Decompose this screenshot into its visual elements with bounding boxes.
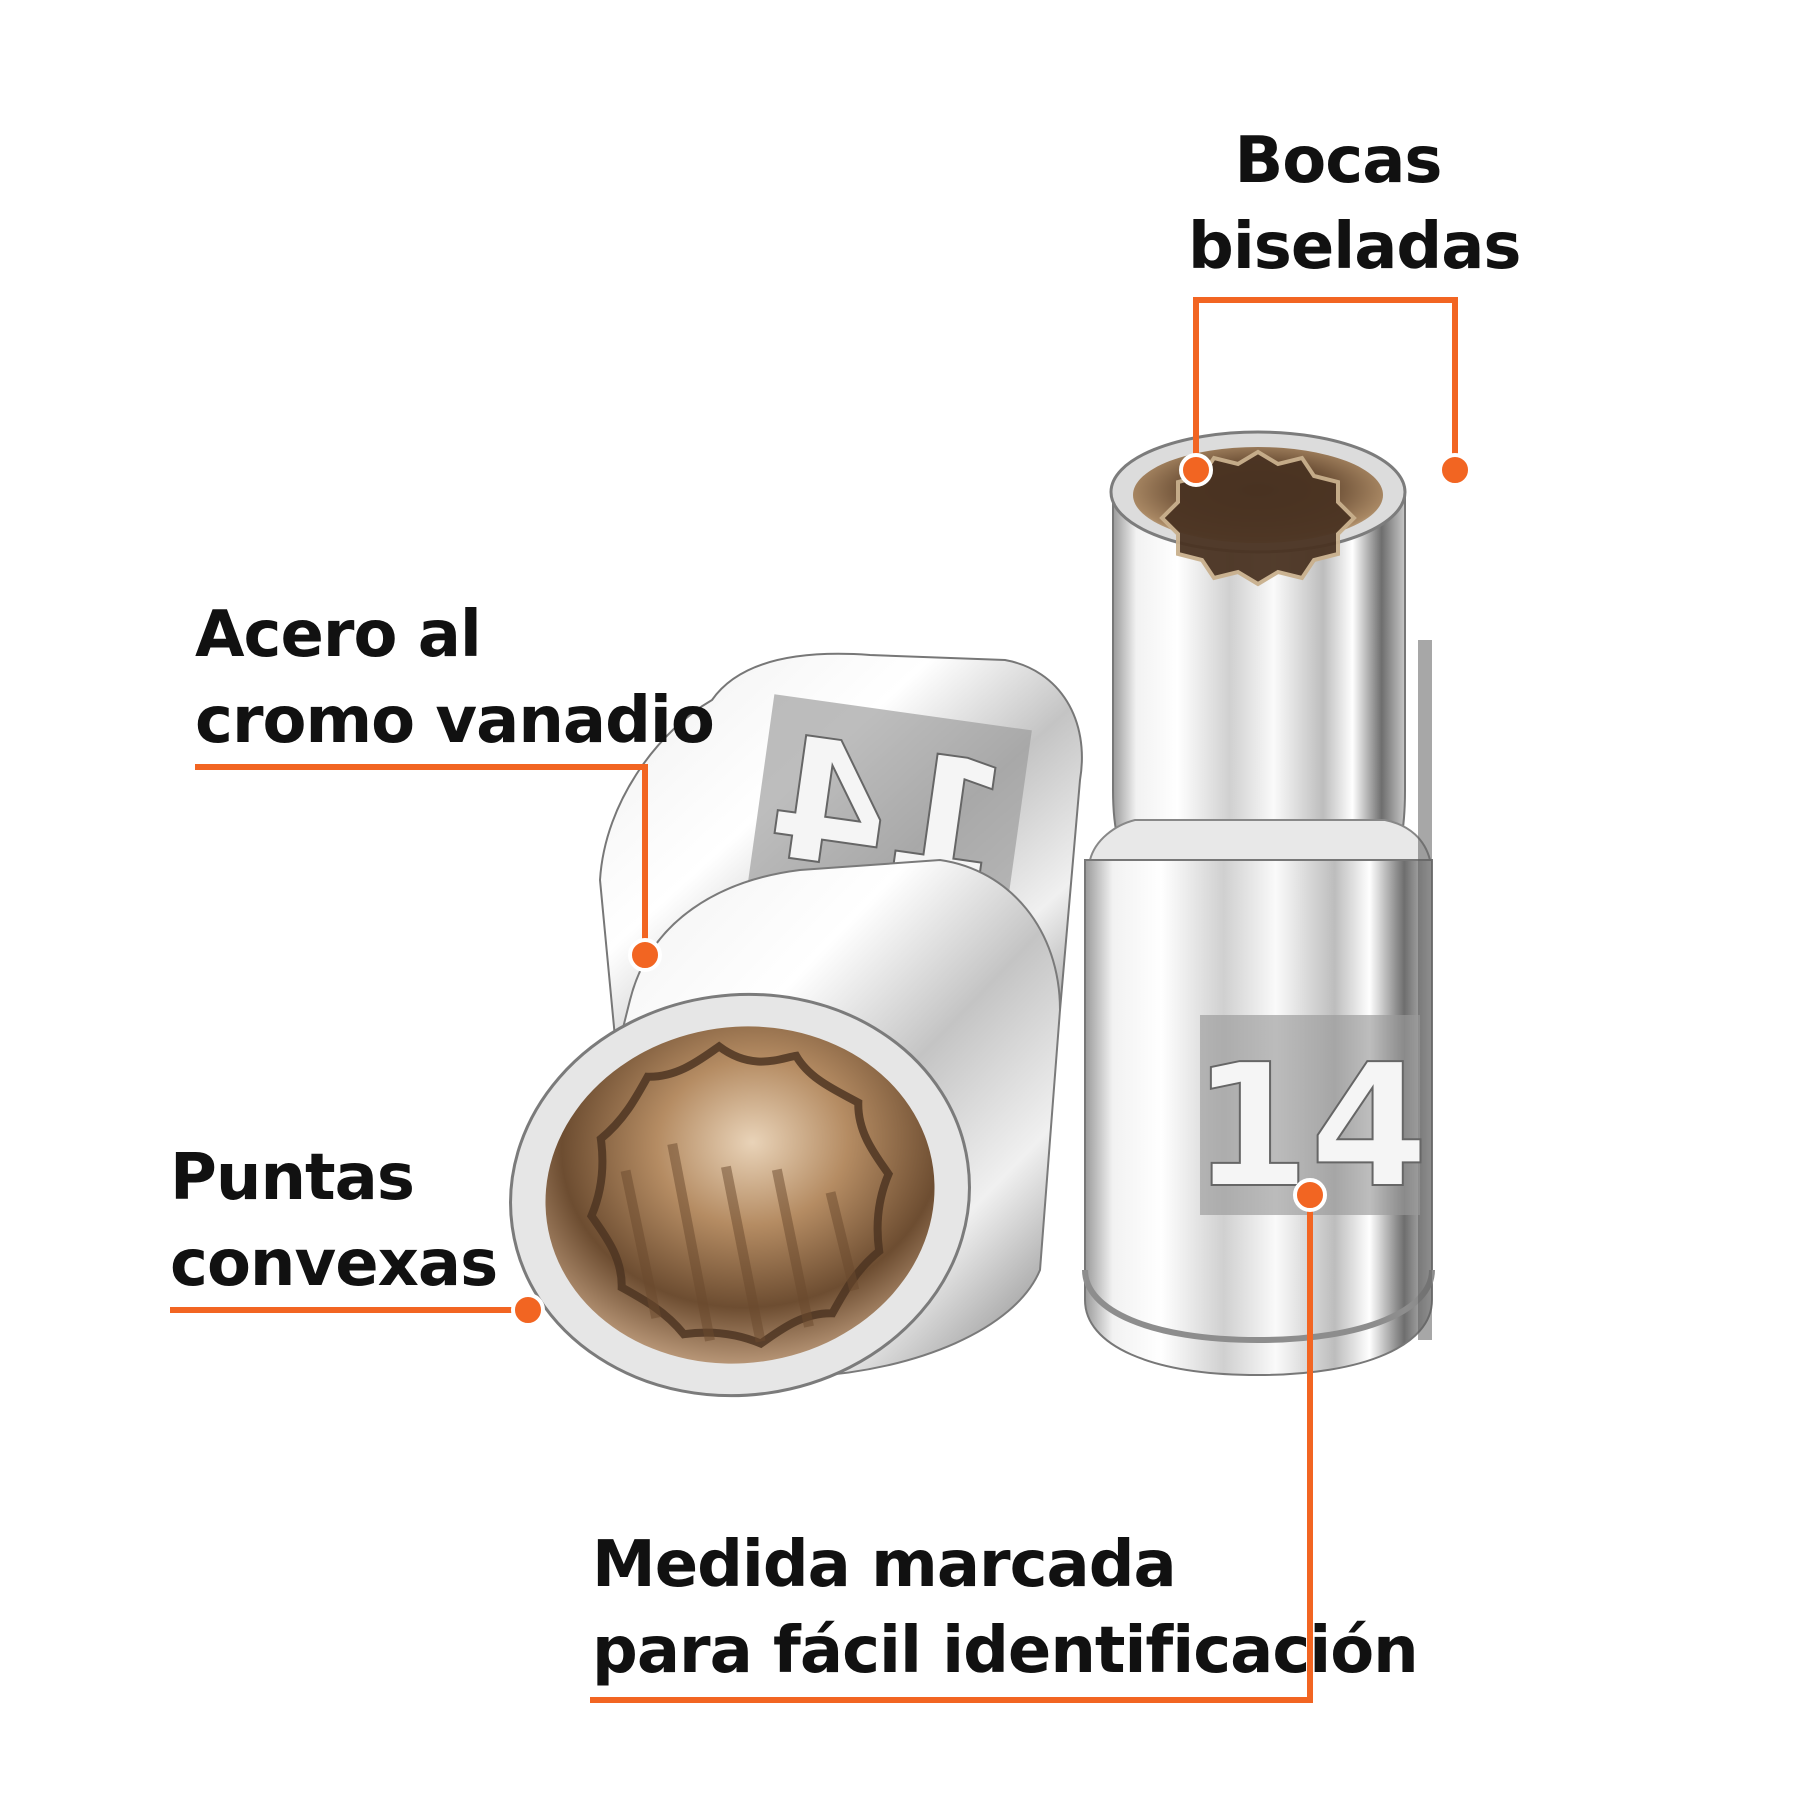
callout-acero-cromo-vanadio: Acero al cromo vanadio: [195, 592, 715, 764]
callout-dots: [511, 453, 1472, 1327]
callout-line: biseladas: [1188, 210, 1521, 284]
callout-line: convexas: [170, 1227, 498, 1301]
acero-leader-line: [195, 764, 648, 955]
medida-dot: [1293, 1178, 1327, 1212]
puntas-dot: [511, 1293, 545, 1327]
callout-line: Acero al: [195, 598, 482, 672]
bocas-bracket-line: [1193, 297, 1458, 470]
callout-line: para fácil identificación: [592, 1614, 1419, 1688]
callout-puntas-convexas: Puntas convexas: [170, 1135, 498, 1307]
acero-dot: [628, 938, 662, 972]
callout-line: Medida marcada: [592, 1528, 1177, 1602]
callout-line: cromo vanadio: [195, 684, 715, 758]
medida-leader-line: [590, 1195, 1313, 1703]
callout-medida-marcada: Medida marcada para fácil identificación: [592, 1522, 1419, 1694]
callout-lines: [170, 297, 1458, 1703]
bocas-dot-right: [1438, 453, 1472, 487]
callout-bocas-biseladas: Bocas biseladas: [1188, 118, 1521, 290]
left-socket: 14: [509, 652, 1083, 1398]
bocas-dot-left: [1179, 453, 1213, 487]
callout-line: Bocas: [1234, 124, 1443, 198]
callout-line: Puntas: [170, 1141, 415, 1215]
right-socket: 14: [1082, 430, 1435, 1377]
